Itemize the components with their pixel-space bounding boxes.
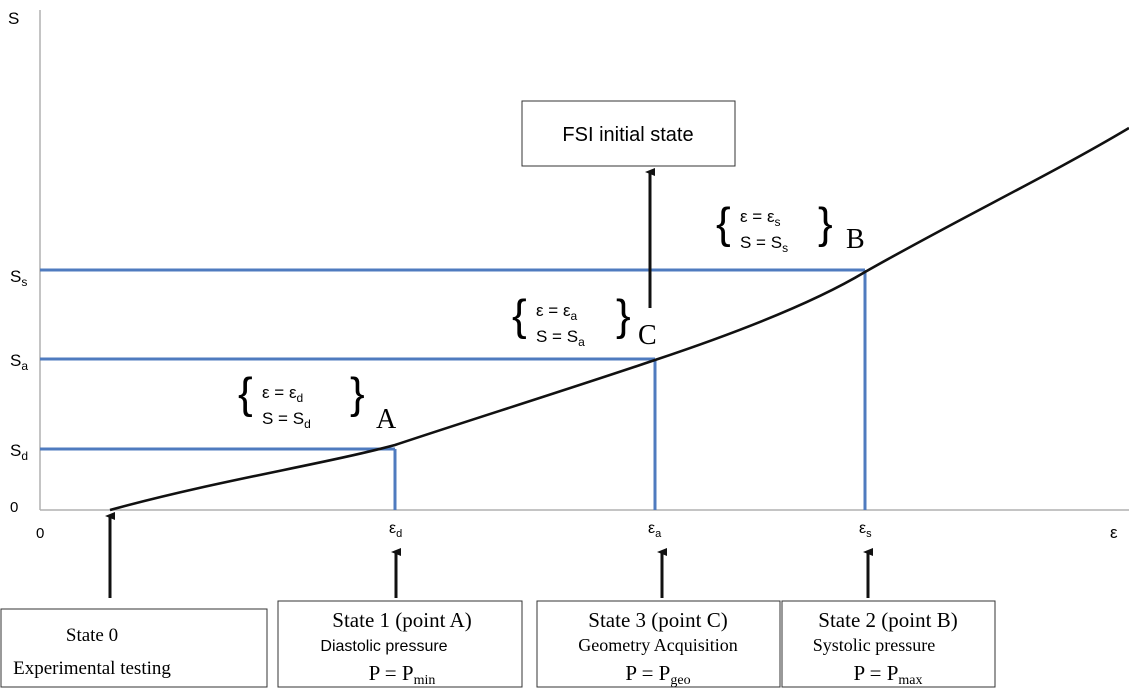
state-0-box: State 0 Experimental testing [0,608,268,688]
state-1-box: State 1 (point A) Diastolic pressure P =… [277,600,523,688]
state-3-title: State 3 (point C) [588,608,727,632]
state-1-title: State 1 (point A) [332,608,471,632]
y-tick-sd: Sd [10,441,28,463]
fsi-initial-state-label: FSI initial state [562,124,693,146]
fsi-initial-state-box [521,100,736,167]
x-origin-label: 0 [36,525,44,542]
svg-text:}: } [818,199,833,248]
state-3-pressure: P = Pgeo [625,661,690,688]
point-b-label: B [846,224,865,255]
stress-strain-curve [109,126,1129,512]
svg-text:{: { [238,369,253,418]
point-a-eps-eq: ε = εd [262,383,303,405]
point-c-label: C [638,320,657,351]
state-3-box: State 3 (point C) Geometry Acquisition P… [536,600,781,688]
point-c-s-eq: S = Sa [536,327,585,349]
svg-text:}: } [616,291,631,340]
point-c-annotation: { ε = εa S = Sa } C [512,291,657,351]
state-2-box: State 2 (point B) Systolic pressure P = … [781,600,996,688]
point-a-s-eq: S = Sd [262,409,311,431]
state-2-title: State 2 (point B) [818,608,957,632]
point-b-s-eq: S = Ss [740,233,788,255]
y-axis-title: S [8,9,19,28]
y-tick-ss: Ss [10,267,27,289]
state-1-pressure: P = Pmin [369,661,436,688]
svg-text:{: { [716,199,731,248]
x-axis-title: ε [1110,523,1118,542]
point-c-eps-eq: ε = εa [536,301,578,323]
svg-text:{: { [512,291,527,340]
point-b-eps-eq: ε = εs [740,207,781,229]
state-2-subtitle: Systolic pressure [813,635,935,655]
point-a-annotation: { ε = εd S = Sd } A [238,369,397,435]
state-1-subtitle: Diastolic pressure [320,638,447,655]
x-tick-ea: εa [648,520,662,540]
state-0-subtitle: Experimental testing [13,658,171,679]
y-origin-label: 0 [10,499,18,516]
svg-text:}: } [350,369,365,418]
point-a-label: A [376,404,397,435]
state-3-subtitle: Geometry Acquisition [578,635,737,655]
point-b-annotation: { ε = εs S = Ss } B [716,199,865,255]
x-tick-es: εs [859,520,872,540]
guide-lines [40,268,867,510]
state-0-title: State 0 [66,625,118,646]
x-tick-ed: εd [389,520,402,540]
y-tick-sa: Sa [10,351,28,373]
state-2-pressure: P = Pmax [853,661,922,688]
